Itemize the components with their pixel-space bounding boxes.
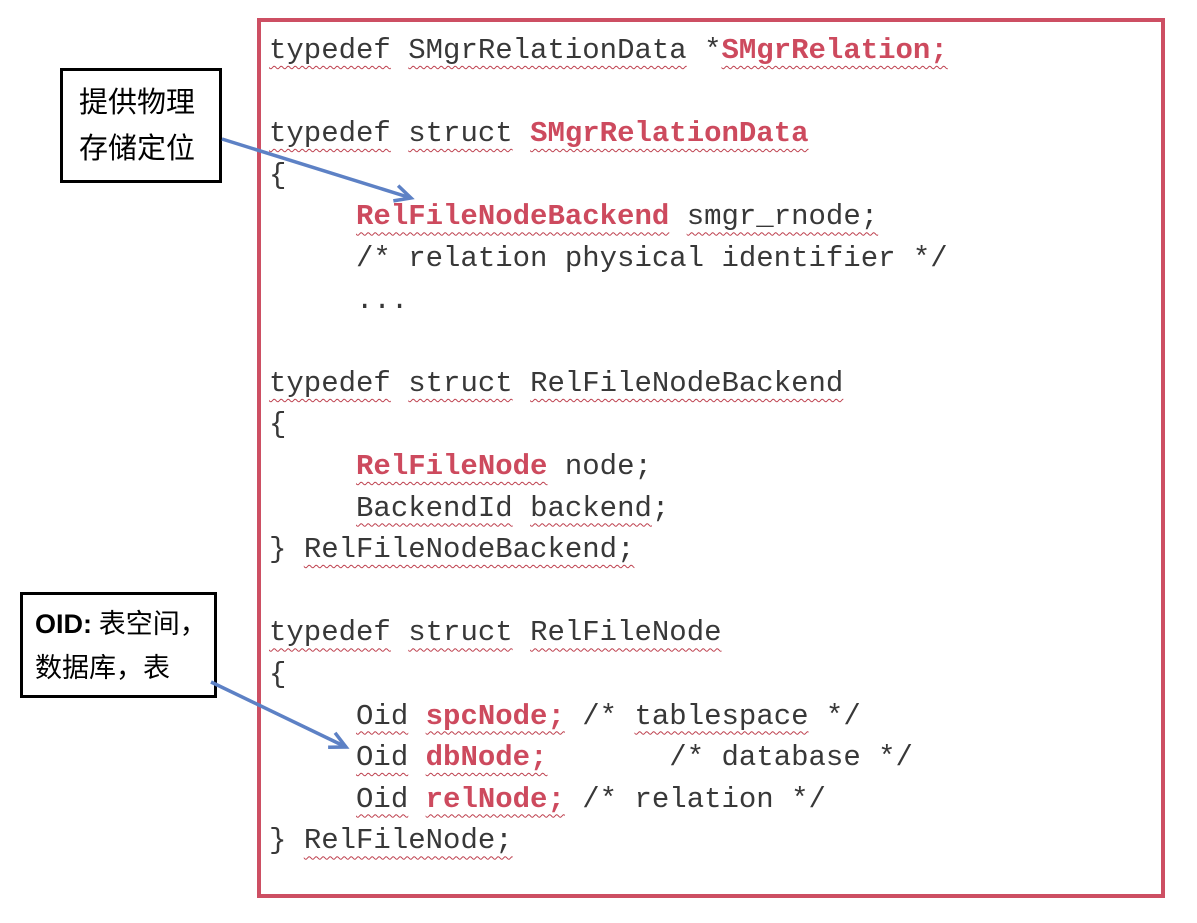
code-keyword: RelFileNode: [356, 449, 548, 483]
code-line: RelFileNodeBackend smgr_rnode;: [269, 196, 1161, 238]
callout-line: 数据库，表: [35, 653, 170, 683]
code-text: [513, 117, 530, 150]
code-text: struct: [408, 366, 513, 400]
code-keyword: relNode;: [425, 782, 565, 816]
code-text: [513, 492, 530, 525]
code-text: [269, 200, 356, 233]
code-text: SMgrRelationData: [408, 34, 687, 67]
code-text: }: [269, 824, 304, 858]
code-line: [269, 72, 1161, 114]
code-text: BackendId: [356, 491, 513, 525]
code-text: }: [269, 533, 304, 567]
code-text: typedef: [269, 117, 391, 151]
code-line: Oid spcNode; /* tablespace */: [269, 696, 1161, 738]
code-text: [408, 700, 425, 733]
code-text: {: [269, 408, 287, 442]
code-text: RelFileNodeBackend;: [303, 533, 635, 567]
code-line: RelFileNode node;: [269, 446, 1161, 488]
code-text: */: [808, 699, 861, 733]
code-text: [269, 450, 356, 483]
code-text: [391, 616, 408, 649]
code-line: typedef struct RelFileNodeBackend: [269, 363, 1161, 405]
callout-oid: OID: 表空间， 数据库，表: [20, 592, 217, 698]
code-text: [269, 700, 356, 733]
code-text: struct: [408, 616, 513, 650]
code-line: } RelFileNode;: [269, 820, 1161, 862]
code-text: [513, 616, 530, 649]
code-line: {: [269, 654, 1161, 696]
code-text: RelFileNodeBackend: [530, 366, 844, 400]
code-line: BackendId backend;: [269, 488, 1161, 530]
code-text: /* relation physical identifier */: [269, 241, 948, 275]
code-line: } RelFileNodeBackend;: [269, 529, 1161, 571]
code-line: {: [269, 155, 1161, 197]
code-text: [391, 367, 408, 400]
code-text: [513, 367, 530, 400]
code-text: /* relation */: [564, 782, 826, 816]
code-text: RelFileNode;: [303, 824, 513, 858]
callout-text: 表空间，: [92, 609, 207, 639]
code-text: [391, 117, 408, 150]
code-keyword: spcNode;: [425, 699, 565, 733]
code-text: ...: [269, 283, 409, 317]
code-text: /* database */: [547, 741, 913, 775]
code-text: backend: [530, 491, 652, 525]
callout-line: OID: 表空间，: [35, 602, 214, 646]
code-text: [269, 492, 356, 525]
code-block: typedef SMgrRelationData *SMgrRelation; …: [261, 22, 1161, 862]
code-line: {: [269, 404, 1161, 446]
callout-physical-storage: 提供物理 存储定位: [60, 68, 222, 183]
code-text: [269, 783, 356, 816]
code-text: ;: [651, 491, 670, 525]
code-line: /* relation physical identifier */: [269, 238, 1161, 280]
code-text: typedef: [269, 34, 391, 67]
code-text: smgr_rnode;: [686, 200, 879, 234]
code-text: struct: [408, 117, 513, 151]
code-text: Oid: [356, 741, 409, 775]
code-text: [669, 200, 686, 233]
code-text: tablespace: [634, 699, 809, 733]
code-keyword: SMgrRelation;: [721, 34, 948, 67]
code-line: typedef struct RelFileNode: [269, 612, 1161, 654]
code-line: typedef SMgrRelationData *SMgrRelation;: [269, 30, 1161, 72]
code-line: typedef struct SMgrRelationData: [269, 113, 1161, 155]
code-keyword: RelFileNodeBackend: [356, 200, 670, 234]
code-line: Oid dbNode; /* database */: [269, 737, 1161, 779]
code-text: node;: [547, 449, 652, 483]
code-keyword: dbNode;: [425, 741, 548, 775]
callout-line: 提供物理: [79, 87, 196, 119]
code-text: [408, 783, 425, 816]
code-panel: typedef SMgrRelationData *SMgrRelation; …: [257, 18, 1165, 898]
code-text: [269, 741, 356, 774]
code-text: [391, 34, 408, 67]
code-line: Oid relNode; /* relation */: [269, 779, 1161, 821]
code-text: RelFileNode: [530, 616, 722, 650]
callout-line: 存储定位: [79, 133, 196, 165]
code-line: ...: [269, 280, 1161, 322]
oid-label: OID:: [35, 609, 92, 639]
code-line: [269, 321, 1161, 363]
code-text: *: [686, 34, 722, 67]
code-keyword: SMgrRelationData: [530, 117, 809, 151]
code-text: /*: [564, 699, 635, 733]
code-text: {: [269, 657, 287, 691]
code-text: [408, 741, 425, 774]
code-text: Oid: [356, 782, 409, 816]
code-text: {: [269, 158, 287, 192]
code-text: Oid: [356, 699, 409, 733]
code-text: typedef: [269, 366, 391, 400]
code-line: [269, 571, 1161, 613]
code-text: typedef: [269, 616, 391, 650]
